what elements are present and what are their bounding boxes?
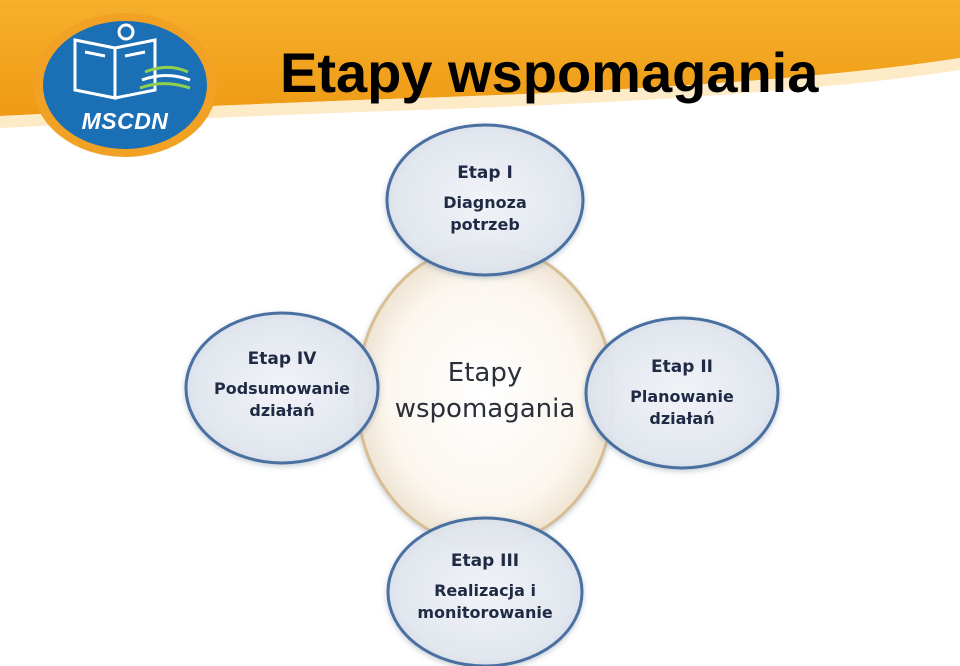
node-description: Podsumowanie działań bbox=[213, 379, 351, 420]
node-stage-label: Etap IV bbox=[247, 349, 317, 369]
node-description: Diagnoza potrzeb bbox=[443, 193, 527, 234]
node-stage-label: Etap II bbox=[651, 357, 713, 377]
logo-text: MSCDN bbox=[81, 108, 169, 134]
node-circle-etap-1 bbox=[385, 123, 585, 277]
person-head-icon bbox=[117, 23, 135, 41]
node-circle-etap-2 bbox=[584, 316, 780, 470]
book-icon bbox=[73, 38, 157, 100]
mscdn-logo bbox=[33, 13, 217, 157]
node-stage-label: Etap I bbox=[457, 163, 513, 183]
slide-title: Etapy wspomagania bbox=[280, 41, 819, 104]
node-etap-3: Etap III Realizacja i monitorowanie bbox=[405, 550, 565, 624]
node-circle-etap-3 bbox=[386, 516, 584, 666]
header-banner bbox=[0, 0, 960, 128]
node-circle-etap-4 bbox=[184, 311, 380, 465]
node-etap-4: Etap IV Podsumowanie działań bbox=[207, 348, 357, 422]
center-label: Etapy wspomagania bbox=[394, 358, 576, 424]
node-etap-1: Etap I Diagnoza potrzeb bbox=[415, 162, 555, 236]
node-description: Planowanie działań bbox=[630, 387, 734, 428]
node-stage-label: Etap III bbox=[450, 551, 520, 571]
node-etap-2: Etap II Planowanie działań bbox=[612, 356, 752, 430]
node-description: Realizacja i monitorowanie bbox=[417, 581, 553, 622]
